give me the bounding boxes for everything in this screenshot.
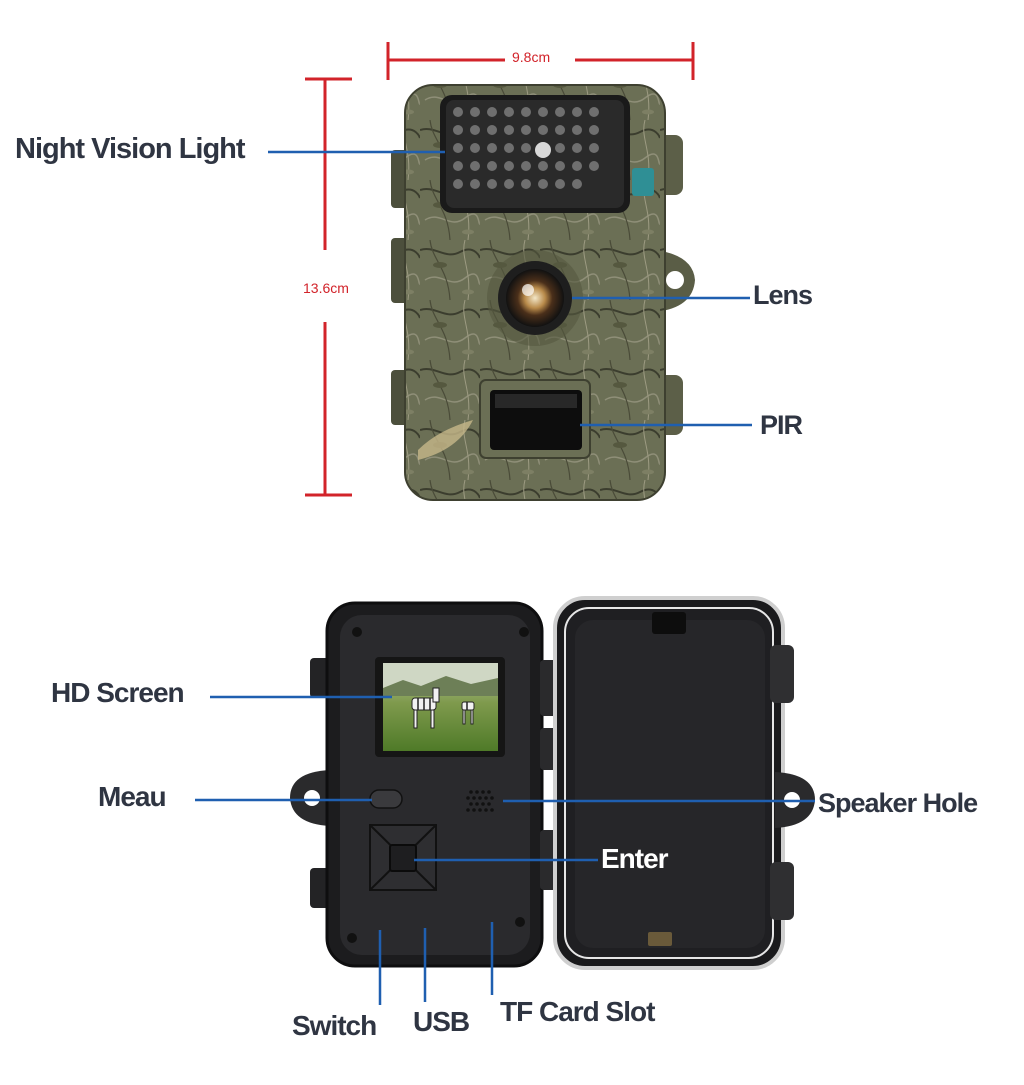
night-vision-light-label: Night Vision Light: [15, 133, 246, 165]
trail-camera-front-icon: [391, 84, 695, 501]
width-dimension-label: 9.8cm: [512, 49, 551, 65]
bottom-leader-lines: [195, 695, 815, 1005]
speaker-hole-label: Speaker Hole: [818, 788, 978, 818]
tf-card-slot-label: TF Card Slot: [500, 996, 655, 1027]
trail-camera-open-icon: [290, 596, 815, 970]
enter-label: Enter: [601, 843, 669, 874]
lens-label: Lens: [753, 280, 813, 310]
hd-screen-label: HD Screen: [51, 677, 185, 708]
top-leader-lines: [268, 150, 752, 427]
switch-label: Switch: [292, 1010, 377, 1041]
pir-label: PIR: [760, 410, 803, 440]
meau-label: Meau: [98, 781, 167, 812]
height-dimension-label: 13.6cm: [303, 280, 349, 296]
dimension-lines: [305, 42, 695, 497]
usb-label: USB: [413, 1006, 470, 1037]
